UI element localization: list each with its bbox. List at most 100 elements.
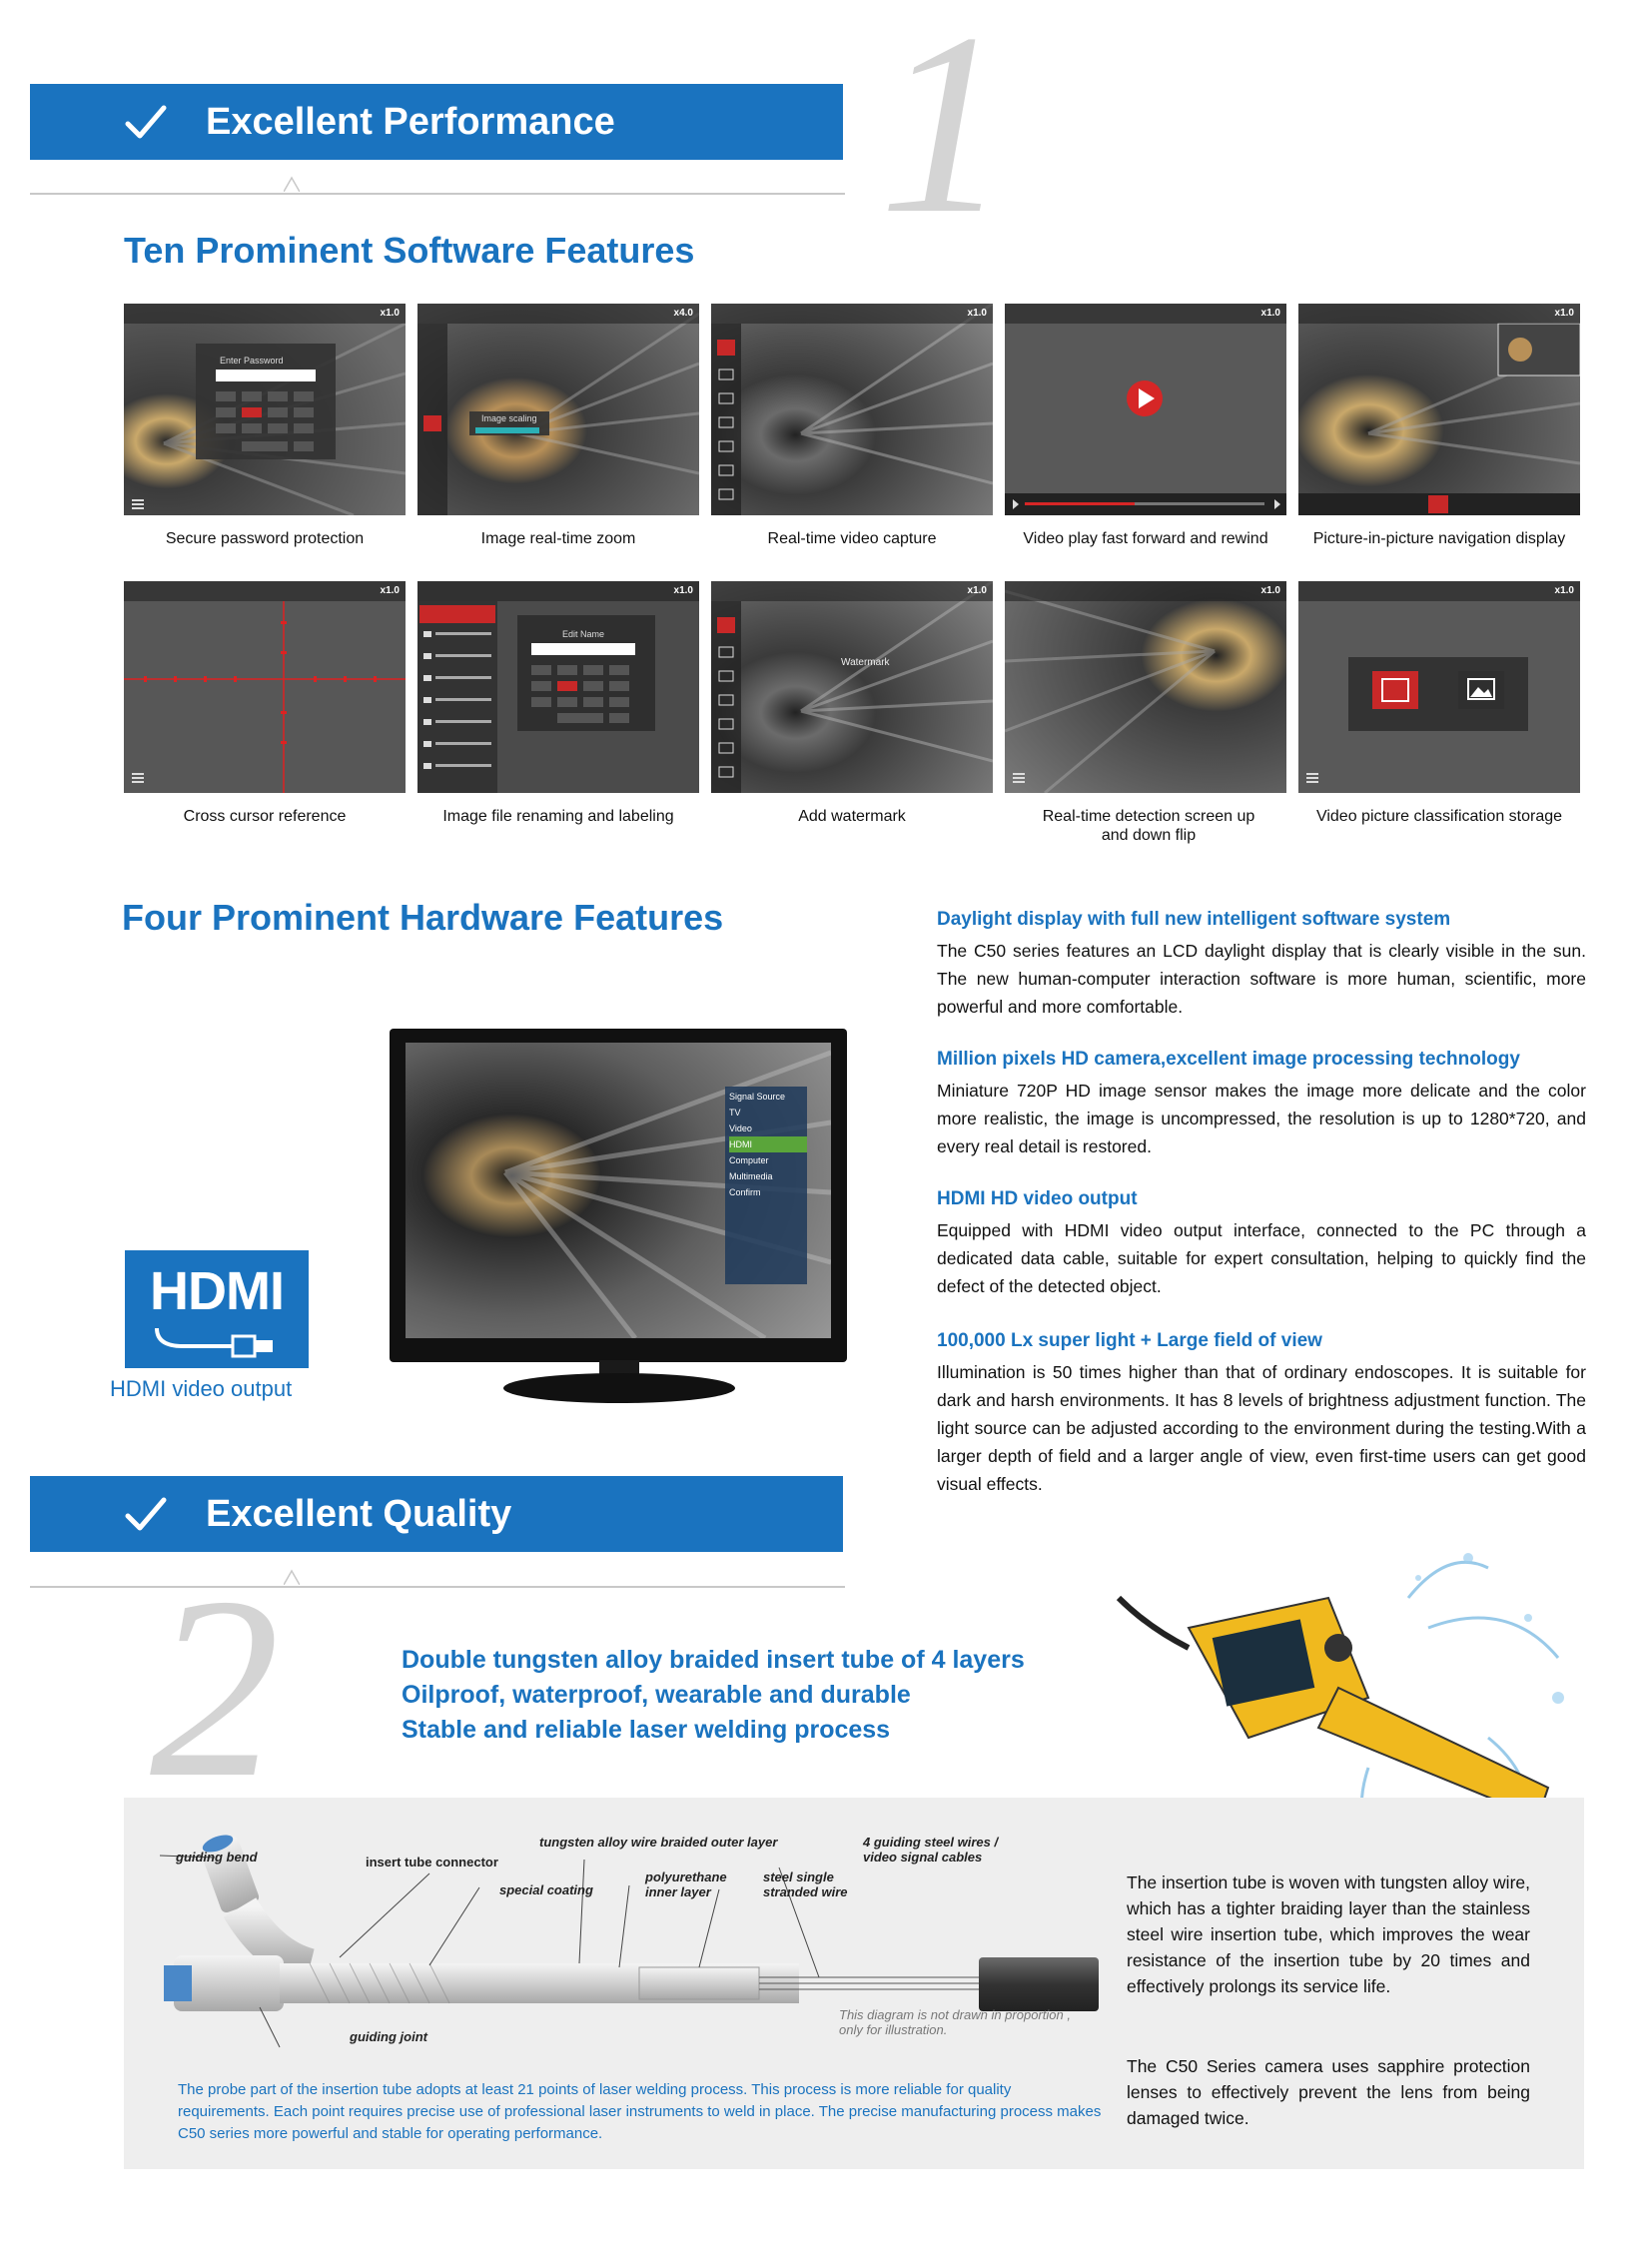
hardware-heading: Four Prominent Hardware Features <box>122 897 724 938</box>
label-guiding-joint: guiding joint <box>350 2029 427 2044</box>
feature-thumb-storage: x1.0 <box>1298 581 1580 793</box>
hardware-features: Daylight display with full new intellige… <box>937 909 1586 1498</box>
software-heading: Ten Prominent Software Features <box>124 230 695 271</box>
zoom-readout: x1.0 <box>380 308 400 319</box>
status-bar <box>124 304 406 324</box>
feature-title: HDMI HD video output <box>937 1188 1138 1209</box>
zoom-readout: x1.0 <box>1554 308 1574 319</box>
feature-thumb-capture: x1.0 <box>711 304 993 515</box>
divider-notch <box>284 1569 300 1585</box>
feature-title: 100,000 Lx super light + Large field of … <box>937 1330 1322 1351</box>
label-tungsten-layer: tungsten alloy wire braided outer layer <box>539 1835 778 1850</box>
overlay-title: Enter Password <box>220 356 284 366</box>
section-number: 2 <box>150 1544 280 1832</box>
tube-description: The insertion tube is woven with tungste… <box>1127 1872 1530 1996</box>
turbine-image <box>711 304 993 515</box>
signal-menu: Signal Source TV Video HDMI Computer Mul… <box>729 1089 807 1200</box>
feature-body: Illumination is 50 times higher than tha… <box>937 1362 1586 1494</box>
divider <box>30 193 845 195</box>
section-banner-performance: Excellent Performance <box>30 84 843 160</box>
zoom-readout: x1.0 <box>1260 585 1280 596</box>
feature-thumb-password: Enter Password x1.0 <box>124 304 406 515</box>
zoom-readout: x1.0 <box>967 308 987 319</box>
hdmi-logo: HDMI <box>125 1250 309 1368</box>
status-bar <box>711 304 993 324</box>
feature-thumb-pip: x1.0 <box>1298 304 1580 515</box>
turbine-image <box>417 304 699 515</box>
menu-item-multimedia[interactable]: Multimedia <box>729 1171 773 1181</box>
video-player <box>1005 304 1286 515</box>
caption-flip: Real-time detection screen up and down f… <box>1042 808 1255 844</box>
laser-welding-note: The probe part of the insertion tube ado… <box>178 2081 1102 2142</box>
caption-zoom: Image real-time zoom <box>480 530 636 547</box>
caption-capture: Real-time video capture <box>767 530 937 547</box>
zoom-readout: x1.0 <box>380 585 400 596</box>
divider <box>30 1586 845 1588</box>
hdmi-caption: HDMI video output <box>110 1376 293 1401</box>
menu-title: Signal Source <box>729 1092 786 1102</box>
lens-description: The C50 Series camera uses sapphire prot… <box>1127 2056 1530 2128</box>
endoscope-product-image <box>1116 1553 1564 1860</box>
hardware-feature: Daylight display with full new intellige… <box>937 909 1586 1049</box>
turbine-image-flipped <box>1005 581 1286 793</box>
status-bar <box>1298 304 1580 324</box>
turbine-image <box>1298 304 1580 515</box>
zoom-readout: x1.0 <box>1554 585 1574 596</box>
monitor-stand <box>503 1360 735 1403</box>
check-icon <box>125 105 167 139</box>
feature-body: Equipped with HDMI video output interfac… <box>937 1220 1586 1296</box>
banner-title: Excellent Quality <box>206 1492 512 1535</box>
feature-thumb-flip: x1.0 <box>1005 581 1286 793</box>
storage-screen <box>1298 581 1580 793</box>
hardware-feature: HDMI HD video output Equipped with HDMI … <box>937 1188 1586 1330</box>
status-bar <box>417 581 699 601</box>
menu-item-computer[interactable]: Computer <box>729 1155 769 1165</box>
crosshair-screen <box>124 581 406 793</box>
video-folder-icon <box>1372 671 1418 709</box>
overlay-title: Edit Name <box>562 629 605 639</box>
tagline: Stable and reliable laser welding proces… <box>402 1716 891 1744</box>
menu-item-hdmi[interactable]: HDMI <box>729 1136 807 1152</box>
caption-crosshair: Cross cursor reference <box>183 808 347 825</box>
tagline: Oilproof, waterproof, wearable and durab… <box>402 1681 911 1709</box>
caption-watermark: Add watermark <box>798 808 906 825</box>
turbine-image <box>711 581 993 793</box>
caption-playback: Video play fast forward and rewind <box>1023 530 1268 547</box>
hdmi-logo-text: HDMI <box>150 1261 285 1321</box>
menu-item-video[interactable]: Video <box>729 1123 752 1133</box>
divider-notch <box>284 176 300 192</box>
label-steel-single: steel single stranded wire <box>763 1869 848 1899</box>
monitor-screen <box>406 1043 831 1338</box>
zoom-readout: x1.0 <box>1260 308 1280 319</box>
label-steel-cables: 4 guiding steel wires / video signal cab… <box>863 1835 999 1865</box>
feature-body: Miniature 720P HD image sensor makes the… <box>937 1081 1586 1156</box>
status-bar <box>417 304 699 324</box>
section-banner-quality: Excellent Quality <box>30 1476 843 1552</box>
status-bar <box>1005 581 1286 601</box>
insertion-tube-diagram <box>160 1835 1099 2048</box>
watermark-text: Watermark <box>841 657 890 668</box>
zoom-readout: x1.0 <box>673 585 693 596</box>
zoom-readout: x4.0 <box>673 308 693 319</box>
status-bar <box>1298 581 1580 601</box>
menu-item-tv[interactable]: TV <box>729 1108 741 1118</box>
label-polyurethane: polyurethane inner layer <box>645 1869 727 1899</box>
check-icon <box>125 1497 167 1531</box>
menu-item-confirm[interactable]: Confirm <box>729 1187 761 1197</box>
caption-storage: Video picture classification storage <box>1315 808 1563 825</box>
tagline: Double tungsten alloy braided insert tub… <box>402 1646 1025 1674</box>
feature-thumb-watermark: Watermark x1.0 <box>711 581 993 793</box>
feature-thumb-zoom: Image scaling x4.0 <box>417 304 699 515</box>
feature-title: Daylight display with full new intellige… <box>937 909 1451 930</box>
banner-title: Excellent Performance <box>206 100 615 143</box>
caption-password: Secure password protection <box>165 530 365 547</box>
label-special-coating: special coating <box>499 1882 593 1897</box>
status-bar <box>711 581 993 601</box>
diagram-disclaimer: This diagram is not drawn in proportion … <box>839 2007 1071 2037</box>
status-bar <box>1005 304 1286 324</box>
label-guiding-bend: guiding bend <box>176 1850 258 1865</box>
caption-pip: Picture-in-picture navigation display <box>1312 530 1566 547</box>
zoom-readout: x1.0 <box>967 585 987 596</box>
hardware-feature: 100,000 Lx super light + Large field of … <box>937 1330 1586 1498</box>
file-list-screen <box>417 581 699 793</box>
